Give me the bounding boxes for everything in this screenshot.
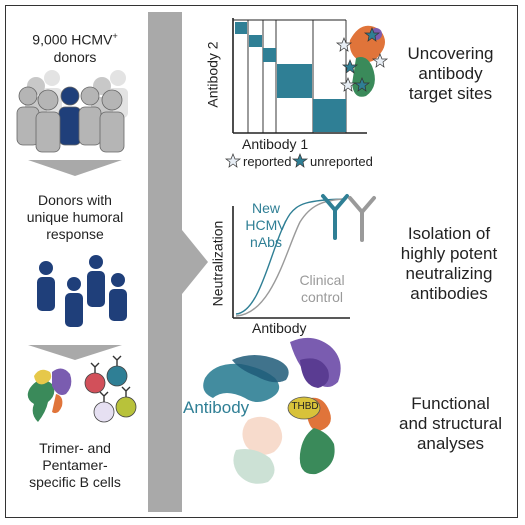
clinical-control-curve [235,198,346,317]
matrix-x-label: Antibody 1 [242,136,309,152]
neutralization-plot [232,198,350,319]
donor-crowd-icon [16,70,128,153]
legend-reported: reported [243,154,292,169]
unreported-star-icon [291,153,309,168]
donors-word: donors [53,48,97,65]
clinical-control-label: Clinical control [290,272,354,306]
antibody-structure-label: Antibody [183,398,250,417]
complex-structure-icon [203,337,341,484]
bcells-line-1: Trimer- and [39,440,111,456]
donors-sup: + [112,31,118,41]
bcells-line-2: Pentamer- [42,457,108,473]
unique-line-2: unique humoral [26,209,124,225]
figure-frame [5,5,518,518]
thbd-label: THBD [291,401,319,412]
matrix-title: Uncovering antibody target sites [388,44,513,104]
unique-line-1: Donors with [38,192,112,208]
unique-donors-icon [37,255,127,327]
curve-title: Isolation of highly potent neutralizing … [384,224,514,304]
bcells-line-3: specific B cells [29,474,121,490]
clinical-line-1: Clinical [299,272,345,288]
structure-title-3: analyses [416,434,485,453]
matrix-title-1: Uncovering [407,44,494,63]
matrix-title-2: antibody [418,64,483,83]
curve-x-label: Antibody [252,320,307,336]
antigen-with-sites-icon [335,25,389,97]
curve-y-label: Neutralization [209,220,226,307]
b-cells-icon [27,355,137,423]
new-nabs-label: New HCMV nAbs [236,200,296,251]
structure-title-1: Functional [411,394,490,413]
new-line-1: New [251,200,280,216]
reported-star-icon [224,153,242,168]
antibody-pair-icon [321,194,376,242]
matrix-plot [232,18,367,134]
down-arrow-1 [28,160,122,176]
matrix-title-3: target sites [408,84,493,103]
curve-title-2: highly potent [400,244,498,263]
structure-title: Functional and structural analyses [388,394,513,454]
legend-unreported: unreported [310,154,373,169]
curve-title-3: neutralizing [405,264,493,283]
new-line-3: nAbs [250,234,282,250]
curve-title-1: Isolation of [407,224,491,243]
new-line-2: HCMV [245,217,287,233]
unique-line-3: response [46,226,104,242]
curve-title-4: antibodies [410,284,488,303]
matrix-y-label: Antibody 2 [204,41,221,108]
b-cells-label: Trimer- and Pentamer- specific B cells [10,440,140,491]
donors-count: 9,000 HCMV [32,31,113,48]
clinical-line-2: control [300,289,344,305]
unique-donors-label: Donors with unique humoral response [10,192,140,243]
main-arrow [148,12,208,512]
down-arrow-2 [28,345,122,360]
structure-title-2: and structural [399,414,502,433]
donors-label: 9,000 HCMV+ donors [10,28,140,66]
new-nabs-curve [235,198,346,315]
